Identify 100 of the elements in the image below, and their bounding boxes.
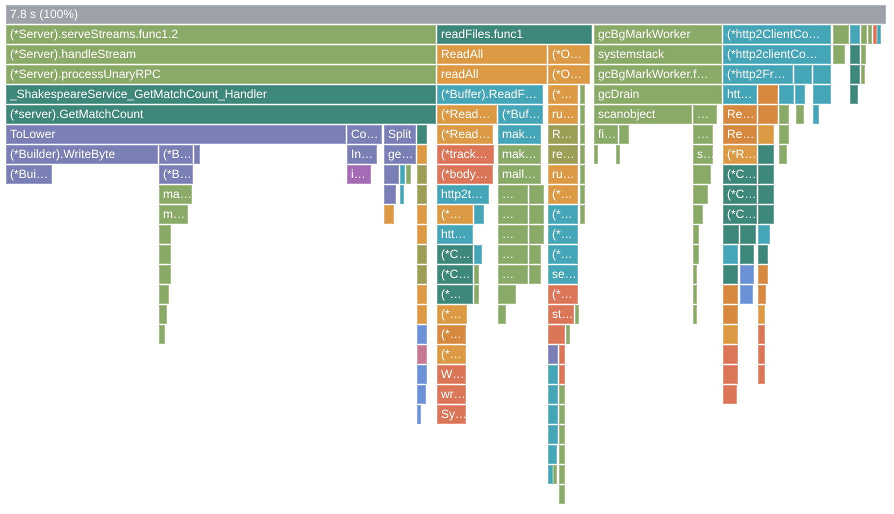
- stack-frame-bar: [417, 325, 427, 344]
- stack-frame-bar: mall…: [498, 165, 541, 184]
- stack-frame-bar: (*http2ClientCo…: [723, 25, 831, 44]
- stack-frame-bar: ReadAll: [437, 45, 547, 64]
- stack-frame-bar: Re…: [723, 125, 757, 144]
- stack-frame-bar: [548, 345, 558, 364]
- stack-frame-bar: mak…: [498, 145, 541, 164]
- stack-frame-bar: [417, 365, 427, 384]
- stack-frame-bar: (*server).GetMatchCount: [6, 105, 436, 124]
- stack-frame-bar: ru…: [548, 165, 578, 184]
- stack-frame-bar: [529, 205, 544, 224]
- stack-frame-bar: m…: [159, 205, 188, 224]
- stack-frame-bar: [559, 365, 565, 384]
- stack-frame-bar: …: [693, 105, 717, 124]
- stack-frame-bar: readFiles.func1: [437, 25, 592, 44]
- stack-frame-bar: [850, 45, 860, 64]
- stack-frame-bar: ru…: [548, 105, 578, 124]
- stack-frame-bar: [417, 165, 427, 184]
- stack-frame-bar: [498, 285, 516, 304]
- stack-frame-bar: [559, 445, 565, 464]
- stack-frame-bar: [548, 385, 558, 404]
- stack-frame-bar: (*…: [548, 245, 578, 264]
- stack-frame-bar: (*…: [548, 185, 578, 204]
- stack-frame-bar: htt…: [723, 85, 757, 104]
- stack-frame-bar: [861, 65, 865, 84]
- stack-frame-bar: (*O…: [548, 65, 590, 84]
- stack-frame-bar: [498, 305, 506, 324]
- stack-frame-bar: (*Server).serveStreams.func1.2: [6, 25, 436, 44]
- stack-frame-bar: [794, 65, 812, 84]
- stack-frame-bar: (*…: [437, 345, 466, 364]
- stack-frame-bar: …: [498, 225, 528, 244]
- stack-frame-bar: [758, 325, 765, 344]
- stack-frame-bar: [758, 125, 774, 144]
- stack-frame-bar: [417, 145, 427, 164]
- stack-frame-bar: [580, 185, 585, 204]
- stack-frame-bar: [417, 305, 427, 324]
- stack-frame-bar: ToLower: [6, 125, 346, 144]
- stack-frame-bar: (*C…: [723, 205, 757, 224]
- stack-frame-bar: [580, 145, 585, 164]
- stack-frame-bar: …: [498, 185, 528, 204]
- stack-frame-bar: [723, 285, 738, 304]
- stack-frame-bar: htt…: [437, 225, 473, 244]
- stack-frame-bar: systemstack: [594, 45, 722, 64]
- stack-frame-bar: (*Buffer).ReadF…: [437, 85, 543, 104]
- stack-frame-bar: [758, 265, 768, 284]
- stack-frame-bar: (*C…: [437, 245, 473, 264]
- stack-frame-bar: [813, 85, 831, 104]
- stack-frame-bar: …: [498, 245, 528, 264]
- stack-frame-bar: W…: [437, 365, 466, 384]
- stack-frame-bar: wr…: [437, 385, 466, 404]
- stack-frame-bar: [758, 305, 765, 324]
- stack-frame-bar: [580, 85, 585, 104]
- stack-frame-bar: …: [693, 125, 713, 144]
- stack-frame-bar: _ShakespeareService_GetMatchCount_Handler: [6, 85, 436, 104]
- stack-frame-bar: scanobject: [594, 105, 692, 124]
- stack-frame-bar: [758, 85, 778, 104]
- stack-frame-bar: [779, 105, 789, 124]
- stack-frame-bar: [417, 205, 427, 224]
- stack-frame-bar: [693, 185, 708, 204]
- stack-frame-bar: gcBgMarkWorker: [594, 25, 722, 44]
- stack-frame-bar: [861, 25, 867, 44]
- stack-frame-bar: [548, 405, 558, 424]
- stack-frame-bar: [758, 345, 765, 364]
- stack-frame-bar: st…: [548, 305, 574, 324]
- stack-frame-bar: [559, 385, 565, 404]
- stack-frame-bar: [580, 125, 585, 144]
- stack-frame-bar: [758, 245, 768, 264]
- stack-frame-bar: (*Server).handleStream: [6, 45, 436, 64]
- stack-frame-bar: [529, 265, 541, 284]
- stack-frame-bar: [417, 125, 427, 144]
- stack-frame-bar: gcDrain: [594, 85, 722, 104]
- stack-frame-bar: R…: [548, 125, 578, 144]
- stack-frame-bar: [417, 345, 427, 364]
- stack-frame-bar: [548, 465, 553, 484]
- stack-frame-bar: [758, 185, 774, 204]
- stack-frame-bar: …: [498, 265, 528, 284]
- stack-frame-bar: [723, 365, 738, 384]
- stack-frame-bar: (*…: [437, 325, 466, 344]
- stack-frame-bar: (*C…: [723, 165, 757, 184]
- stack-frame-bar: [723, 305, 738, 324]
- stack-frame-bar: [417, 265, 427, 284]
- stack-frame-bar: [873, 25, 877, 44]
- stack-frame-bar: Split: [384, 125, 416, 144]
- stack-frame-bar: [529, 225, 544, 244]
- stack-frame-bar: [580, 165, 585, 184]
- stack-frame-bar: [877, 25, 881, 44]
- stack-frame-bar: [559, 345, 565, 364]
- stack-frame-bar: [758, 225, 770, 244]
- stack-frame-bar: [850, 65, 860, 84]
- stack-frame-bar: i…: [347, 165, 371, 184]
- stack-frame-bar: [796, 105, 804, 124]
- stack-frame-bar: [417, 245, 427, 264]
- stack-frame-bar: (*…: [548, 285, 578, 304]
- stack-frame-bar: [417, 405, 421, 424]
- stack-frame-bar: [795, 85, 805, 104]
- stack-frame-bar: [723, 385, 737, 404]
- stack-frame-bar: [417, 185, 427, 204]
- stack-frame-bar: [559, 405, 565, 424]
- stack-frame-bar: [580, 105, 585, 124]
- stack-frame-bar: [758, 165, 774, 184]
